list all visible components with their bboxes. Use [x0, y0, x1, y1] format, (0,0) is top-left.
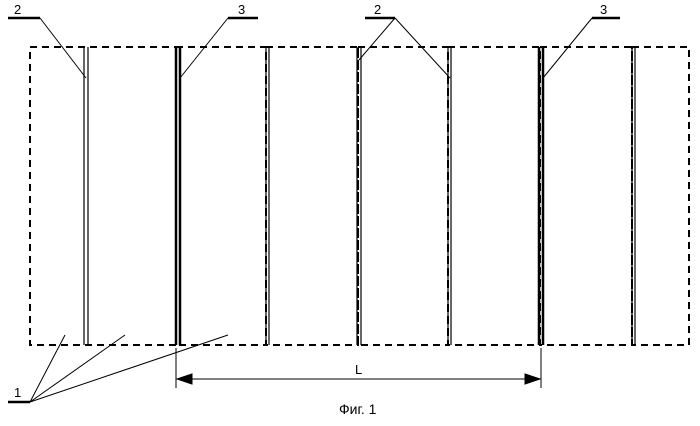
dimension-label: L	[355, 362, 362, 377]
label-3-right: 3	[600, 2, 607, 17]
panel-4	[358, 47, 448, 345]
figure-caption: Фиг. 1	[339, 401, 377, 417]
thick-strip-a	[176, 47, 180, 345]
thin-strip-e	[632, 47, 635, 345]
label-2-left: 2	[14, 2, 21, 17]
arrow-left-icon	[177, 374, 192, 384]
label-1: 1	[14, 385, 21, 400]
label-2-middle: 2	[374, 2, 381, 17]
dashed-panels	[30, 47, 689, 345]
vertical-strips	[84, 47, 635, 345]
panel-1	[30, 47, 176, 345]
arrow-right-icon	[525, 374, 540, 384]
thin-strip-b	[266, 47, 269, 345]
panel-3	[266, 47, 358, 345]
panel-2	[176, 47, 266, 345]
thin-strip-d	[448, 47, 451, 345]
panel-5	[448, 47, 540, 345]
panel-7	[632, 47, 689, 345]
thin-strip-a	[84, 47, 88, 345]
label-3-left: 3	[238, 2, 245, 17]
panel-6	[540, 47, 632, 345]
